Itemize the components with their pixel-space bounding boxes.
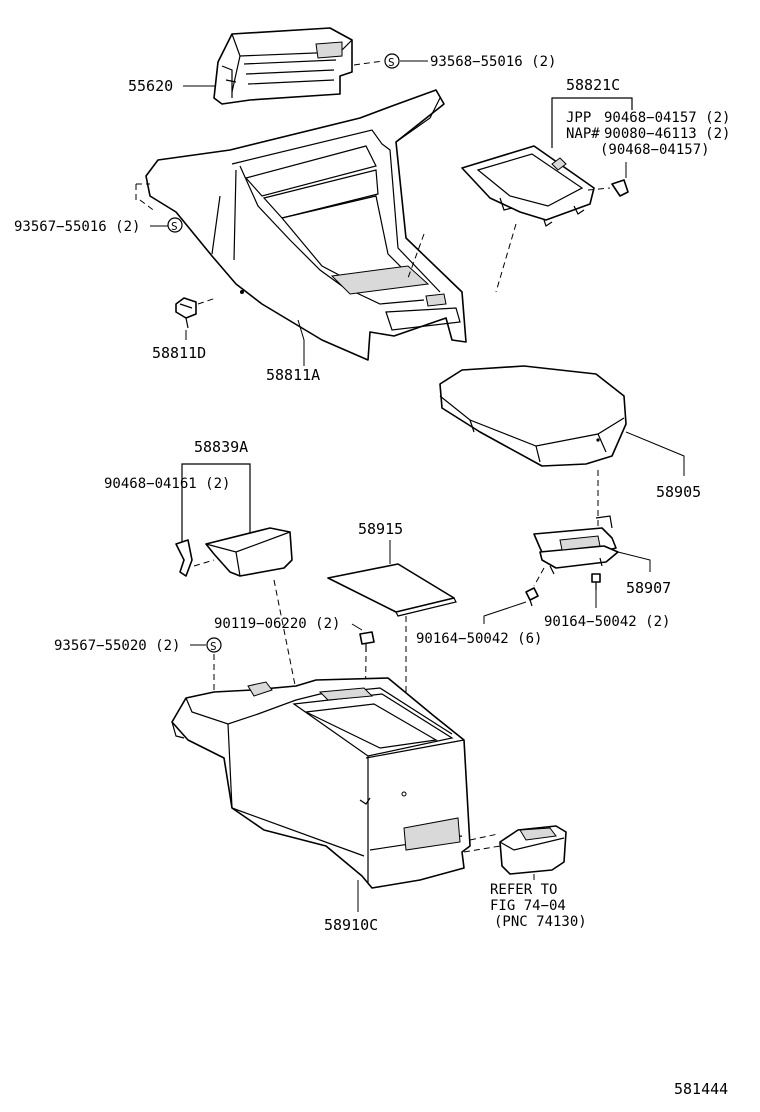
- part-58907-hinge-bracket[interactable]: [533, 515, 619, 575]
- label-58811D: 58811D: [152, 344, 206, 362]
- svg-text:S: S: [171, 220, 178, 233]
- dashline-93567-55016: [135, 183, 157, 213]
- leader-90119: [351, 623, 363, 631]
- part-58905-armrest-lid[interactable]: [439, 365, 627, 467]
- label-58907: 58907: [626, 579, 671, 597]
- leader-58905: [625, 431, 685, 476]
- dashline-58811D: [197, 297, 217, 305]
- dashline-58839A: [273, 579, 297, 691]
- part-58821C-shift-bezel[interactable]: [461, 145, 595, 227]
- dashline-ashtray: [463, 833, 501, 853]
- label-58905: 58905: [656, 483, 701, 501]
- part-58811D-fastener[interactable]: [175, 297, 197, 329]
- dashline-58821C-console: [407, 223, 517, 293]
- leader-58811A: [297, 319, 305, 366]
- dashline-58821C-clip: [587, 187, 611, 191]
- value-nap-alt: (90468−04157): [600, 142, 710, 158]
- bracket-58821C: [551, 97, 633, 148]
- clip-90468-04161: [175, 539, 193, 577]
- figure-number: 581444: [674, 1080, 728, 1098]
- label-93568-55016: 93568−55016 (2): [430, 54, 556, 70]
- label-90164-50042-6: 90164−50042 (6): [416, 631, 542, 647]
- label-90119-06220: 90119−06220 (2): [214, 616, 340, 632]
- label-90468-04161: 90468−04161 (2): [104, 476, 230, 492]
- label-nap: NAP#: [566, 126, 600, 142]
- label-58839A: 58839A: [194, 438, 248, 456]
- part-58915-mat[interactable]: [327, 563, 457, 617]
- part-58811A-upper-console[interactable]: [145, 89, 467, 361]
- part-58910C-lower-console[interactable]: [171, 677, 471, 889]
- part-58839A-tray[interactable]: [205, 527, 293, 577]
- label-93567-55016: 93567−55016 (2): [14, 219, 140, 235]
- svg-text:S: S: [210, 640, 217, 653]
- label-90164-50042-2: 90164−50042 (2): [544, 614, 670, 630]
- label-55620: 55620: [128, 77, 173, 95]
- svg-text:S: S: [388, 56, 395, 69]
- value-jpp: 90468−04157 (2): [604, 110, 730, 126]
- label-jpp: JPP: [566, 110, 591, 126]
- label-58811A: 58811A: [266, 366, 320, 384]
- screw-90164-50042-right[interactable]: [591, 573, 601, 590]
- label-58910C: 58910C: [324, 916, 378, 934]
- refer-line-3: (PNC 74130): [494, 914, 587, 930]
- refer-line-2: FIG 74−04: [490, 898, 566, 914]
- clip-symbol-93567-55020: S: [206, 637, 222, 653]
- bracket-58839A: [181, 463, 251, 552]
- screw-90119-06220[interactable]: [359, 631, 375, 652]
- dashline-screw-left: [533, 567, 545, 587]
- part-ashtray-reference[interactable]: [499, 825, 567, 875]
- label-58915: 58915: [358, 520, 403, 538]
- dashline-93568: [353, 60, 384, 66]
- clip-symbol-93568: S: [384, 53, 400, 69]
- part-55620-compartment-box[interactable]: [213, 27, 353, 105]
- value-nap: 90080−46113 (2): [604, 126, 730, 142]
- screw-90164-50042-left[interactable]: [525, 587, 539, 607]
- label-58821C: 58821C: [566, 76, 620, 94]
- label-93567-55020: 93567−55020 (2): [54, 638, 180, 654]
- refer-line-1: REFER TO: [490, 882, 557, 898]
- leader-90164-6: [483, 601, 527, 624]
- clip-58821C: [611, 179, 629, 197]
- clip-symbol-93567-55016: S: [167, 217, 183, 233]
- dashline-90468-04161: [193, 559, 215, 567]
- leader-58907: [617, 551, 651, 572]
